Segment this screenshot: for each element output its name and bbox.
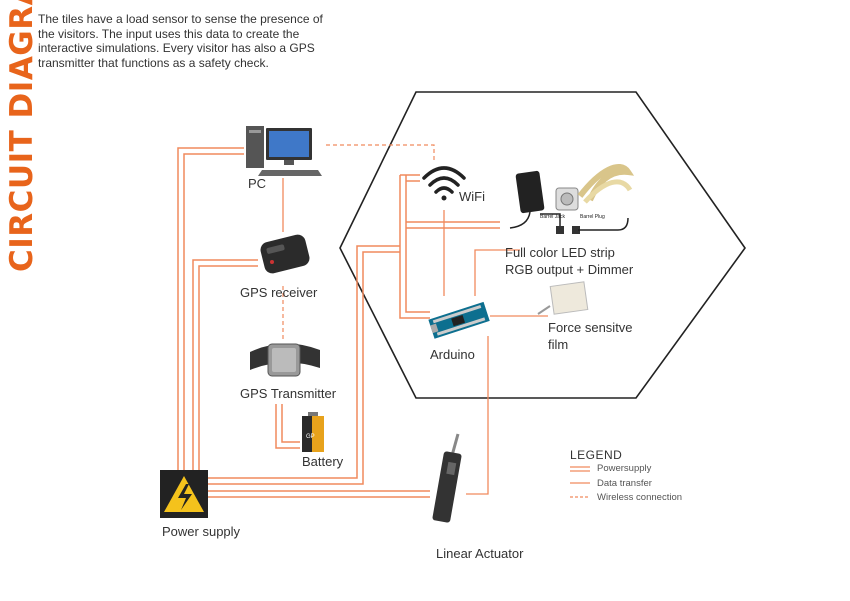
linear-actuator-label: Linear Actuator	[436, 546, 524, 561]
wifi-icon	[422, 166, 466, 201]
led-label-line1: Full color LED strip	[505, 245, 615, 260]
power-lines	[177, 147, 500, 498]
intro-text: The tiles have a load sensor to sense th…	[38, 12, 323, 70]
wireless-lines	[282, 144, 435, 340]
force-film-label-line2: film	[548, 337, 569, 352]
gps-receiver-icon	[260, 234, 310, 274]
led-label-line2: RGB output + Dimmer	[505, 262, 634, 277]
data-lines	[282, 178, 548, 495]
led-strip-icon	[509, 164, 635, 234]
arduino-icon	[428, 301, 490, 339]
power-supply-icon	[160, 470, 208, 518]
force-film-label-line1: Force sensitve	[548, 320, 633, 335]
svg-text:GP: GP	[306, 434, 315, 440]
hexagon-enclosure	[339, 91, 746, 399]
linear-actuator-icon	[432, 433, 462, 523]
force-film-icon	[537, 281, 589, 315]
barrel-plug-label: Barrel Plug	[580, 214, 605, 220]
gps-transmitter-label: GPS Transmitter	[240, 386, 337, 401]
legend-item-wireless: Wireless connection	[597, 492, 683, 503]
battery-icon: GP	[302, 412, 324, 452]
pc-label: PC	[248, 176, 267, 191]
battery-label: Battery	[302, 454, 344, 469]
power-supply-label: Power supply	[162, 524, 241, 539]
arduino-label: Arduino	[430, 347, 475, 362]
gps-receiver-label: GPS receiver	[240, 285, 318, 300]
pc-icon	[246, 126, 322, 176]
gps-transmitter-icon	[250, 343, 320, 377]
legend-item-powersupply: Powersupply	[597, 463, 652, 474]
legend-lines	[570, 466, 590, 498]
legend-item-data-transfer: Data transfer	[597, 478, 652, 489]
barrel-jack-label: Barrel Jack	[540, 214, 566, 220]
wifi-label: WiFi	[459, 189, 485, 204]
legend-title: LEGEND	[570, 448, 623, 462]
